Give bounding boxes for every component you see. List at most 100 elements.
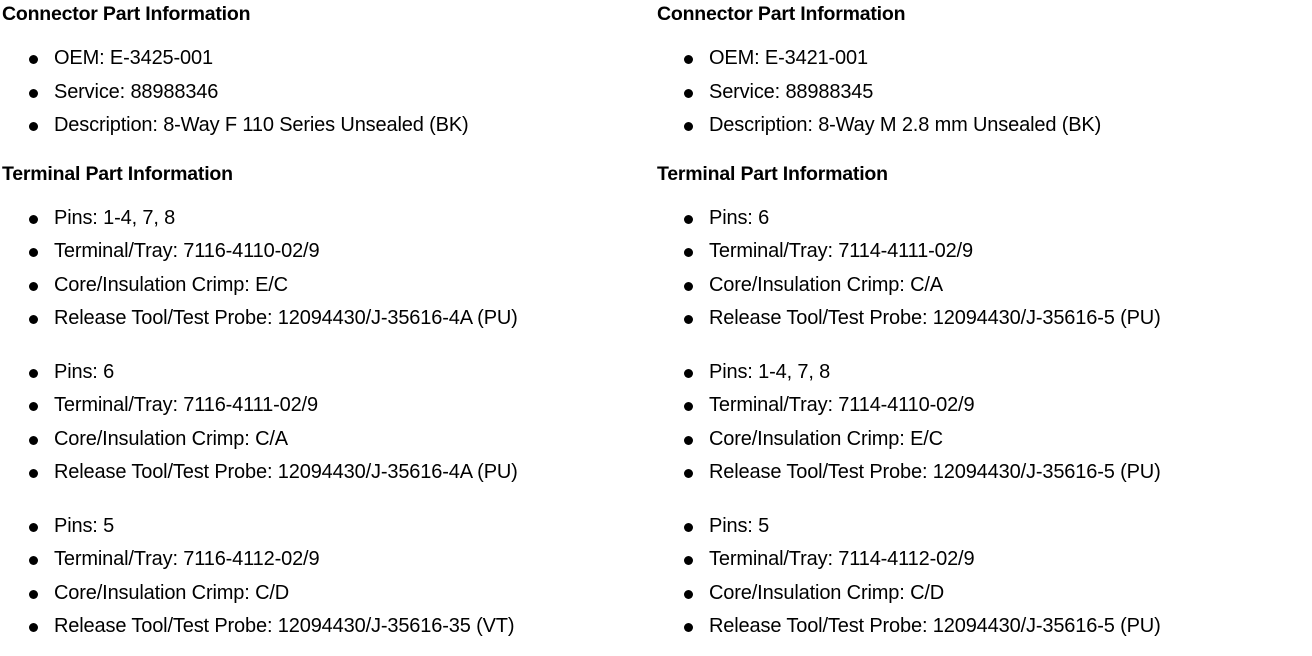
list-item: Core/Insulation Crimp: C/D xyxy=(657,577,1307,611)
terminal-bullet-group-3: Pins: 5 Terminal/Tray: 7114-4112-02/9 Co… xyxy=(657,510,1307,644)
bullet-dot-icon xyxy=(684,556,693,565)
bullet-dot-icon xyxy=(29,469,38,478)
bullet-dot-icon xyxy=(29,368,38,378)
list-item-label: Pins: 5 xyxy=(54,514,115,537)
list-item: Terminal/Tray: 7114-4110-02/9 xyxy=(657,389,1307,423)
bullet-dot-icon xyxy=(29,402,38,411)
list-item: Release Tool/Test Probe: 12094430/J-3561… xyxy=(657,610,1307,644)
terminal-bullet-group-3: Pins: 5 Terminal/Tray: 7116-4112-02/9 Co… xyxy=(2,510,652,644)
bullet-dot-icon xyxy=(29,281,38,291)
list-item: Pins: 1-4, 7, 8 xyxy=(2,202,652,236)
list-item: Release Tool/Test Probe: 12094430/J-3561… xyxy=(2,302,652,336)
bullet-dot-icon xyxy=(29,248,38,257)
list-item: Pins: 1-4, 7, 8 xyxy=(657,356,1307,390)
list-item-label: Description: 8-Way F 110 Series Unsealed… xyxy=(54,114,469,136)
list-item-label: Terminal/Tray: 7116-4111-02/9 xyxy=(54,394,318,416)
terminal-bullet-group-1: Pins: 6 Terminal/Tray: 7114-4111-02/9 Co… xyxy=(657,202,1307,336)
list-item-label: Pins: 1-4, 7, 8 xyxy=(54,206,176,229)
list-item: Terminal/Tray: 7116-4110-02/9 xyxy=(2,235,652,269)
list-item-label: Description: 8-Way M 2.8 mm Unsealed (BK… xyxy=(709,114,1102,136)
list-item: OEM: E-3425-001 xyxy=(2,42,652,76)
list-item-label: Core/Insulation Crimp: C/A xyxy=(709,273,943,296)
bullet-dot-icon xyxy=(684,315,693,324)
terminal-bullet-group-1: Pins: 1-4, 7, 8 Terminal/Tray: 7116-4110… xyxy=(2,202,652,336)
list-item: Core/Insulation Crimp: E/C xyxy=(657,423,1307,457)
list-item: OEM: E-3421-001 xyxy=(657,42,1307,76)
list-item-label: Terminal/Tray: 7114-4112-02/9 xyxy=(709,548,975,570)
bullet-dot-icon xyxy=(684,122,693,131)
list-item-label: Core/Insulation Crimp: E/C xyxy=(54,273,288,296)
connector-bullet-list: OEM: E-3425-001 Service: 88988346 Descri… xyxy=(2,42,652,143)
list-item-label: Terminal/Tray: 7114-4110-02/9 xyxy=(709,394,975,416)
bullet-dot-icon xyxy=(29,589,38,599)
connector-part-information-heading: Connector Part Information xyxy=(2,3,251,25)
list-item-label: OEM: E-3425-001 xyxy=(54,47,213,69)
list-item: Service: 88988346 xyxy=(2,76,652,110)
list-item-label: Pins: 5 xyxy=(709,514,770,537)
bullet-dot-icon xyxy=(29,435,38,445)
terminal-bullet-group-2: Pins: 6 Terminal/Tray: 7116-4111-02/9 Co… xyxy=(2,356,652,490)
list-item-label: Core/Insulation Crimp: C/D xyxy=(54,581,290,604)
list-item: Terminal/Tray: 7116-4112-02/9 xyxy=(2,543,652,577)
list-item-label: Service: 88988345 xyxy=(709,80,874,103)
connector-part-information-heading: Connector Part Information xyxy=(657,3,906,25)
list-item-label: Core/Insulation Crimp: C/D xyxy=(709,581,945,604)
list-item-label: Terminal/Tray: 7114-4111-02/9 xyxy=(709,240,973,262)
bullet-dot-icon xyxy=(29,214,38,224)
bullet-dot-icon xyxy=(684,248,693,257)
list-item: Pins: 5 xyxy=(2,510,652,544)
bullet-dot-icon xyxy=(29,623,38,632)
list-item-label: Pins: 1-4, 7, 8 xyxy=(709,360,831,383)
bullet-dot-icon xyxy=(684,88,693,98)
bullet-dot-icon xyxy=(684,469,693,478)
bullet-dot-icon xyxy=(684,281,693,291)
list-item: Terminal/Tray: 7116-4111-02/9 xyxy=(2,389,652,423)
bullet-dot-icon xyxy=(684,623,693,632)
list-item-label: Core/Insulation Crimp: C/A xyxy=(54,427,288,450)
right-column: Connector Part Information OEM: E-3421-0… xyxy=(657,0,1307,644)
list-item-label: Release Tool/Test Probe: 12094430/J-3561… xyxy=(709,615,1161,637)
list-item-label: Pins: 6 xyxy=(54,360,115,383)
bullet-dot-icon xyxy=(684,435,693,445)
list-item: Core/Insulation Crimp: E/C xyxy=(2,269,652,303)
bullet-dot-icon xyxy=(29,122,38,131)
list-item: Description: 8-Way M 2.8 mm Unsealed (BK… xyxy=(657,109,1307,143)
list-item-label: Release Tool/Test Probe: 12094430/J-3561… xyxy=(54,615,515,637)
terminal-bullet-group-2: Pins: 1-4, 7, 8 Terminal/Tray: 7114-4110… xyxy=(657,356,1307,490)
bullet-dot-icon xyxy=(29,556,38,565)
terminal-part-information-heading: Terminal Part Information xyxy=(2,162,233,185)
list-item-label: Release Tool/Test Probe: 12094430/J-3561… xyxy=(54,461,518,483)
left-column: Connector Part Information OEM: E-3425-0… xyxy=(2,0,652,644)
list-item: Core/Insulation Crimp: C/A xyxy=(657,269,1307,303)
list-item: Pins: 5 xyxy=(657,510,1307,544)
bullet-dot-icon xyxy=(29,55,38,64)
list-item: Release Tool/Test Probe: 12094430/J-3561… xyxy=(2,610,652,644)
list-item: Pins: 6 xyxy=(657,202,1307,236)
list-item-label: Core/Insulation Crimp: E/C xyxy=(709,427,943,450)
list-item: Description: 8-Way F 110 Series Unsealed… xyxy=(2,109,652,143)
connector-bullet-list: OEM: E-3421-001 Service: 88988345 Descri… xyxy=(657,42,1307,143)
list-item-label: OEM: E-3421-001 xyxy=(709,47,868,69)
list-item-label: Terminal/Tray: 7116-4110-02/9 xyxy=(54,240,320,262)
bullet-dot-icon xyxy=(684,402,693,411)
list-item-label: Release Tool/Test Probe: 12094430/J-3561… xyxy=(54,307,518,329)
terminal-part-information-heading: Terminal Part Information xyxy=(657,162,888,185)
list-item: Terminal/Tray: 7114-4111-02/9 xyxy=(657,235,1307,269)
list-item: Pins: 6 xyxy=(2,356,652,390)
list-item: Terminal/Tray: 7114-4112-02/9 xyxy=(657,543,1307,577)
list-item-label: Service: 88988346 xyxy=(54,80,219,103)
list-item: Release Tool/Test Probe: 12094430/J-3561… xyxy=(2,456,652,490)
list-item: Core/Insulation Crimp: C/D xyxy=(2,577,652,611)
bullet-dot-icon xyxy=(29,522,38,532)
list-item: Service: 88988345 xyxy=(657,76,1307,110)
bullet-dot-icon xyxy=(684,214,693,224)
list-item-label: Release Tool/Test Probe: 12094430/J-3561… xyxy=(709,307,1161,329)
bullet-dot-icon xyxy=(684,589,693,599)
list-item: Release Tool/Test Probe: 12094430/J-3561… xyxy=(657,302,1307,336)
bullet-dot-icon xyxy=(29,315,38,324)
list-item-label: Pins: 6 xyxy=(709,206,770,229)
list-item-label: Terminal/Tray: 7116-4112-02/9 xyxy=(54,548,320,570)
list-item: Core/Insulation Crimp: C/A xyxy=(2,423,652,457)
bullet-dot-icon xyxy=(684,55,693,64)
